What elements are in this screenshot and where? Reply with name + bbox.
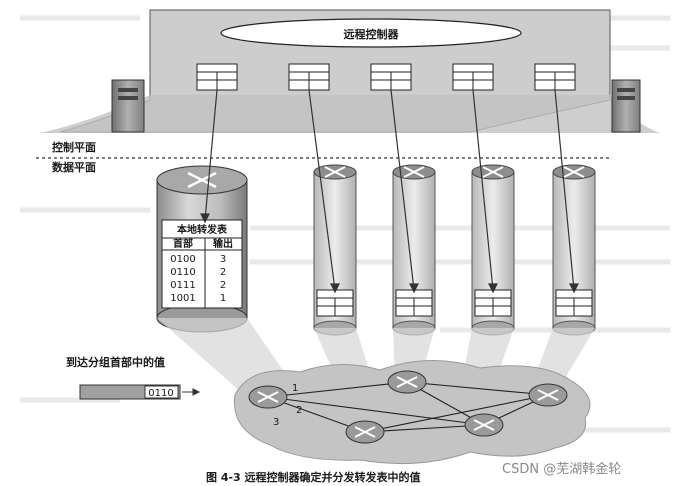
router-shaft-4 (471, 164, 515, 336)
controller-table-5 (534, 63, 576, 91)
controller-table-3 (370, 63, 412, 91)
table-cell: 0111 (170, 280, 195, 291)
router-shaft-3 (392, 164, 436, 336)
network-router-icon (345, 420, 385, 444)
network-router-icon (464, 413, 504, 437)
arriving-packet (79, 384, 181, 400)
table-cell: 2 (220, 267, 226, 278)
router-shaft-5 (552, 164, 596, 336)
port-label-2: 2 (296, 405, 302, 416)
network-cloud (233, 359, 591, 465)
network-router-icon (528, 383, 568, 407)
forwarding-table-title: 本地转发表 (177, 223, 228, 236)
server-right-icon (611, 79, 641, 133)
table-cell: 3 (220, 254, 226, 265)
packet-header-value: 0110 (148, 388, 173, 399)
server-left-icon (111, 79, 145, 133)
data-plane-label: 数据平面 (52, 160, 96, 174)
packet-caption: 到达分组首部中的值 (66, 355, 165, 369)
table-header-prefix: 首部 (173, 237, 193, 250)
router-shaft-2 (313, 164, 357, 336)
packet-arrow-icon (182, 388, 201, 396)
remote-controller (220, 18, 522, 48)
local-forwarding-table (161, 219, 243, 309)
table-cell: 2 (220, 280, 226, 291)
distribution-arrows (200, 89, 579, 294)
table-cell: 0110 (170, 267, 195, 278)
controller-band-flare (40, 95, 660, 133)
controller-table-2 (288, 63, 330, 91)
table-cell: 1001 (170, 293, 195, 304)
network-router-icon (387, 370, 427, 394)
csdn-watermark: CSDN @芜湖韩金轮 (502, 461, 621, 477)
router-cross-icon (187, 171, 217, 189)
control-plane-label: 控制平面 (52, 140, 96, 154)
table-cell: 0100 (170, 254, 195, 265)
controller-label: 远程控制器 (344, 27, 400, 41)
port-label-3: 3 (273, 417, 279, 428)
table-cell: 1 (220, 293, 226, 304)
network-router-icon (248, 385, 288, 409)
port-label-1: 1 (292, 383, 298, 394)
figure-caption: 图 4-3 远程控制器确定并分发转发表中的值 (206, 470, 421, 484)
table-header-output: 输出 (213, 237, 233, 250)
controller-table-1 (196, 63, 238, 91)
controller-table-4 (452, 63, 494, 91)
